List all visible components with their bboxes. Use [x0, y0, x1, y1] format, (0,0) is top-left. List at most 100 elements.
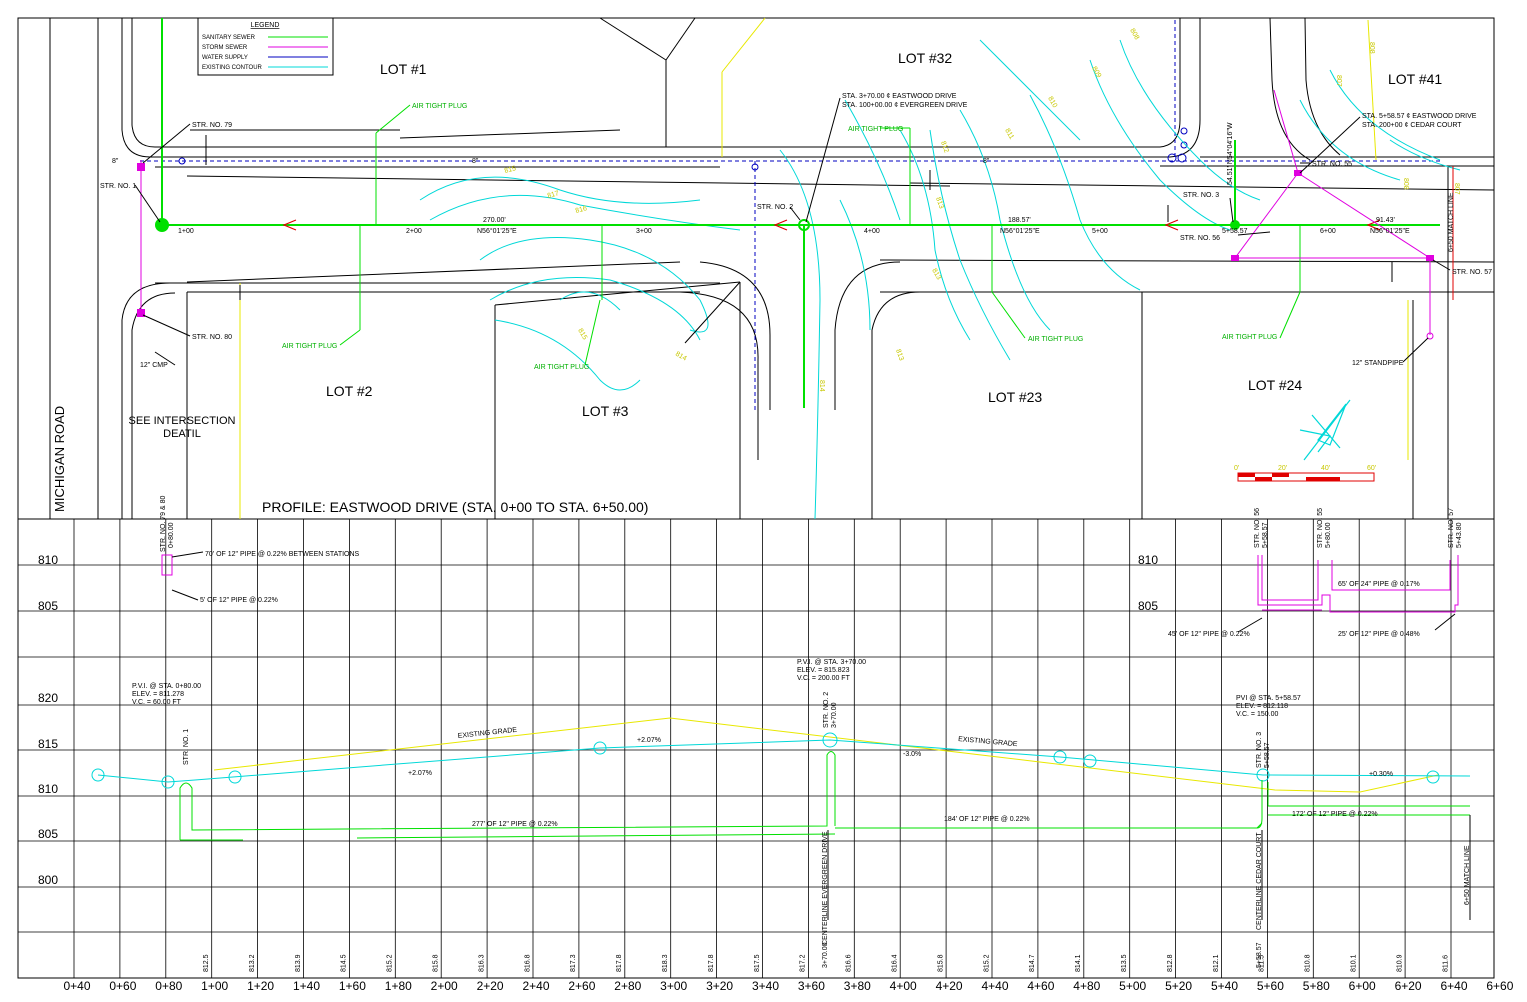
str-label: STR. NO. 56 — [1254, 508, 1261, 548]
contour-label: 810 — [1046, 96, 1058, 110]
pvi-note: P.V.I. @ STA. 3+70.00 — [797, 659, 866, 666]
scale-tick: 20' — [1278, 465, 1287, 472]
centerline-station: 3+70.00 — [822, 942, 829, 968]
match-line: 6+50 MATCH LINE — [1448, 192, 1455, 252]
ground-elevation: 812.5 — [203, 954, 210, 972]
station-label: 1+20 — [247, 979, 274, 993]
road-name: MICHIGAN ROAD — [52, 406, 67, 512]
station-note: STA. 5+58.57 ¢ EASTWOOD DRIVE — [1362, 113, 1477, 120]
plug-label: AIR TIGHT PLUG — [534, 364, 589, 371]
station-label: 3+80 — [844, 979, 871, 993]
contour-label: 808 — [1128, 28, 1140, 42]
pipe-length: 188.57' — [1008, 217, 1031, 224]
contour-label: 812 — [939, 140, 950, 153]
str-label: STR. NO. 79 & 80 — [160, 495, 167, 552]
sheet-border — [17, 17, 1495, 979]
contour-label: 811 — [1003, 128, 1015, 141]
ground-elevation: 810.9 — [1396, 954, 1403, 972]
plug-label: AIR TIGHT PLUG — [1028, 336, 1083, 343]
manhole-str-3 — [1230, 220, 1240, 230]
station-label: 4+60 — [1027, 979, 1054, 993]
station-label: 2+80 — [614, 979, 641, 993]
ground-elevation: 816.3 — [478, 954, 485, 972]
elevation-label: 820 — [38, 691, 58, 705]
contour-label: 815 — [576, 328, 588, 342]
lot-label: LOT #1 — [380, 61, 427, 77]
station-note: STA. 200+00 ¢ CEDAR COURT — [1362, 122, 1462, 129]
plug-label: AIR TIGHT PLUG — [1222, 334, 1277, 341]
ground-elevation: 815.8 — [433, 954, 440, 972]
str-label: STR. NO. 55 — [1312, 161, 1352, 168]
intersection-note: SEE INTERSECTION — [129, 415, 236, 427]
grade-label: EXISTING GRADE — [457, 727, 517, 740]
str-label: STR. NO. 57 — [1452, 269, 1492, 276]
station-label: 5+80 — [1303, 979, 1330, 993]
station-label: 6+60 — [1486, 979, 1513, 993]
pipe-length: 91.43' — [1376, 217, 1395, 224]
contour-label: 813 — [894, 348, 905, 361]
ground-elevation: 814.5 — [341, 954, 348, 972]
ground-elevation: 811.6 — [1442, 955, 1449, 972]
station-tick: 2+00 — [406, 228, 422, 235]
pipe-note: 65' OF 24" PIPE @ 0.17% — [1338, 581, 1420, 588]
ground-elevation: 812.1 — [1213, 954, 1220, 972]
slope-label: +2.07% — [408, 770, 432, 777]
pipe-length: 270.00' — [483, 217, 506, 224]
lot-label: LOT #23 — [988, 389, 1042, 405]
lot-label: LOT #3 — [582, 403, 629, 419]
contour-label: 807 — [1335, 75, 1342, 87]
ground-elevation: 817.2 — [800, 954, 807, 972]
pipe-note: 25' OF 12" PIPE @ 0.48% — [1338, 631, 1420, 638]
str-label: STR. NO. 56 — [1180, 235, 1220, 242]
pipe-bearing: N56°01'25"E — [1370, 227, 1410, 235]
lot-label: LOT #32 — [898, 50, 952, 66]
plug-label: AIR TIGHT PLUG — [848, 126, 903, 133]
str-label: STR. NO. 57 — [1448, 508, 1455, 548]
contour-label: 809 — [1090, 66, 1102, 80]
station-label: 6+20 — [1395, 979, 1422, 993]
station-label: 0+40 — [63, 979, 90, 993]
scale-tick: 0' — [1234, 465, 1239, 472]
str-station: 3+70.00 — [831, 702, 838, 728]
ground-elevation: 817.8 — [708, 954, 715, 972]
station-label: 3+40 — [752, 979, 779, 993]
pvi-note: ELEV. = 811.278 — [132, 691, 184, 698]
plug-label: AIR TIGHT PLUG — [282, 343, 337, 350]
pvi-note: P.V.I. @ STA. 0+80.00 — [132, 683, 201, 690]
elevation-label: 815 — [38, 737, 58, 751]
ground-elevation: 812.8 — [1167, 954, 1174, 972]
ground-elevation: 817.3 — [570, 954, 577, 972]
station-tick: 5+58.57 — [1222, 228, 1248, 235]
str-label: STR. NO. 3 — [1256, 732, 1263, 768]
pipe-note: 70' OF 12" PIPE @ 0.22% BETWEEN STATIONS — [205, 551, 360, 558]
ground-elevation: 810.1 — [1351, 954, 1358, 972]
str-station: 5+58.57 — [1264, 742, 1271, 768]
manhole-str-2 — [798, 219, 810, 231]
ground-elevation: 814.7 — [1029, 954, 1036, 972]
station-tick: 6+00 — [1320, 228, 1336, 235]
existing-grade-line — [213, 717, 1439, 793]
contour-label: 808 — [1368, 42, 1375, 54]
station-label: 1+00 — [201, 979, 228, 993]
north-arrow-icon — [1299, 399, 1351, 461]
station-label: 6+00 — [1349, 979, 1376, 993]
station-label: 2+20 — [477, 979, 504, 993]
str-label: STR. NO. 2 — [823, 692, 830, 728]
str-label: STR. NO. 3 — [1183, 192, 1219, 199]
elevation-label: 805 — [38, 599, 58, 613]
lot-label: LOT #2 — [326, 383, 373, 399]
pipe-bearing: N56°01'25"E — [1000, 227, 1040, 235]
grade-label: EXISTING GRADE — [958, 736, 1018, 748]
legend-item-label: SANITARY SEWER — [202, 35, 256, 41]
ground-elevation: 813.2 — [249, 954, 256, 972]
pipe-bearing: 54.51' N54°04'16"W — [1226, 122, 1234, 185]
plug-label: AIR TIGHT PLUG — [412, 103, 467, 110]
contour-label: 816 — [575, 205, 588, 215]
contour-label: 813 — [930, 268, 942, 282]
pvi-note: V.C. = 200.00 FT — [797, 675, 851, 682]
pvi-note: PVI @ STA. 5+58.57 — [1236, 695, 1301, 702]
str-label: STR. NO. 1 — [100, 183, 136, 190]
station-label: 0+60 — [109, 979, 136, 993]
centerline-station: 5+58.57 — [1256, 942, 1263, 968]
